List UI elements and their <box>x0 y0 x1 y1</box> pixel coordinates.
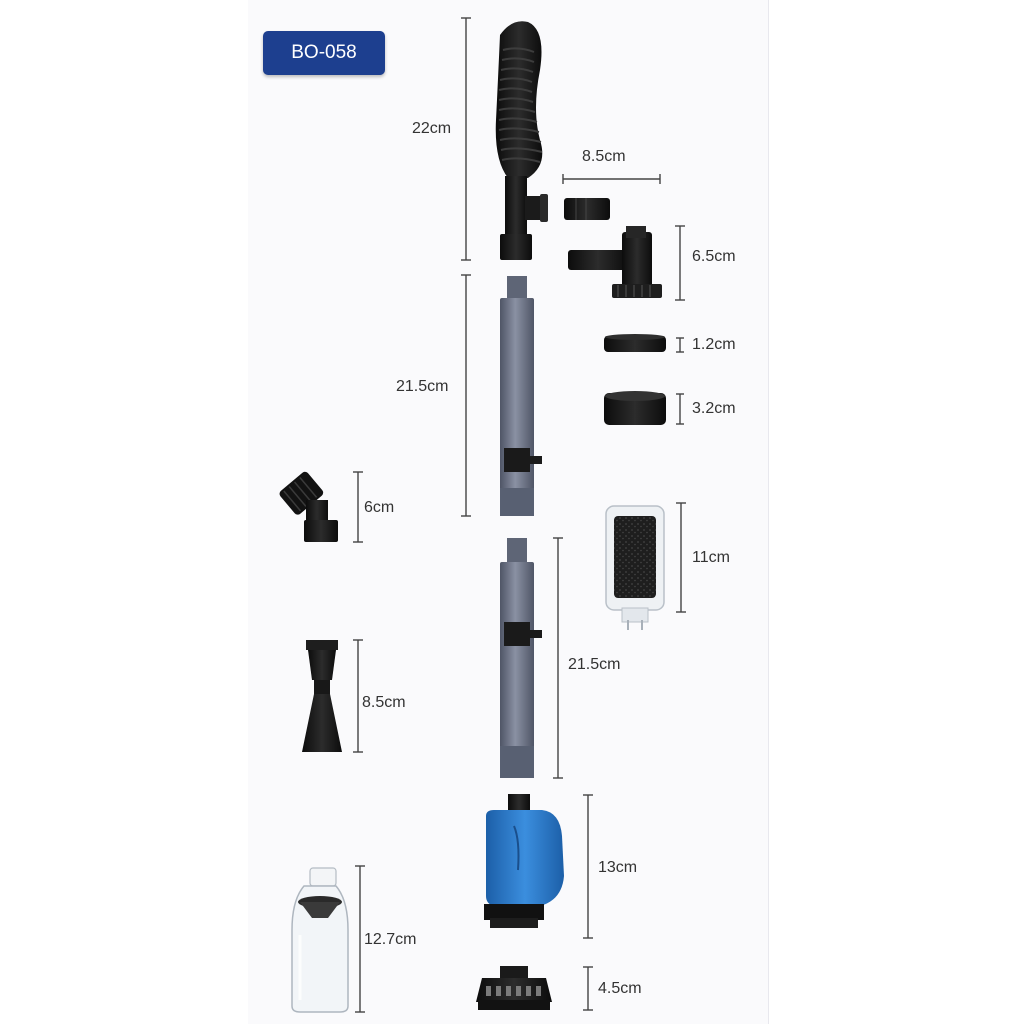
straight-connector-part <box>564 198 610 220</box>
pump-part <box>484 794 564 928</box>
suction-base-part <box>476 966 552 1010</box>
filter-cartridge-dimension-label: 11cm <box>692 549 730 566</box>
lower-tube-part <box>500 538 542 778</box>
thin-ring-dimension-label: 1.2cm <box>692 336 736 353</box>
suction-base-dimension-label: 4.5cm <box>598 980 642 997</box>
upper-tube-part <box>500 276 542 516</box>
gravel-cup-dimension-label: 12.7cm <box>364 931 417 948</box>
model-badge: BO-058 <box>263 31 385 75</box>
valve-part <box>568 226 662 298</box>
dimension-lines <box>353 17 686 1013</box>
elbow-width-dimension-label: 8.5cm <box>582 148 626 165</box>
gravel-cup-part <box>291 867 349 1013</box>
valve-dimension-label: 6.5cm <box>692 248 736 265</box>
handle-dimension-label: 22cm <box>412 120 452 137</box>
flat-nozzle-part <box>302 640 342 752</box>
brush-nozzle-part <box>279 471 338 542</box>
upper-tube-dimension-label: 21.5cm <box>396 378 449 395</box>
lower-tube-dimension-label: 21.5cm <box>568 656 621 673</box>
thick-ring-dimension-label: 3.2cm <box>692 400 736 417</box>
pump-dimension-label: 13cm <box>598 859 638 876</box>
filter-cartridge-part <box>605 505 665 630</box>
brush-nozzle-dimension-label: 6cm <box>364 499 395 516</box>
handle-part <box>495 21 548 260</box>
flat-nozzle-dimension-label: 8.5cm <box>362 694 406 711</box>
thin-ring-part <box>604 334 666 352</box>
thick-ring-part <box>604 391 666 425</box>
